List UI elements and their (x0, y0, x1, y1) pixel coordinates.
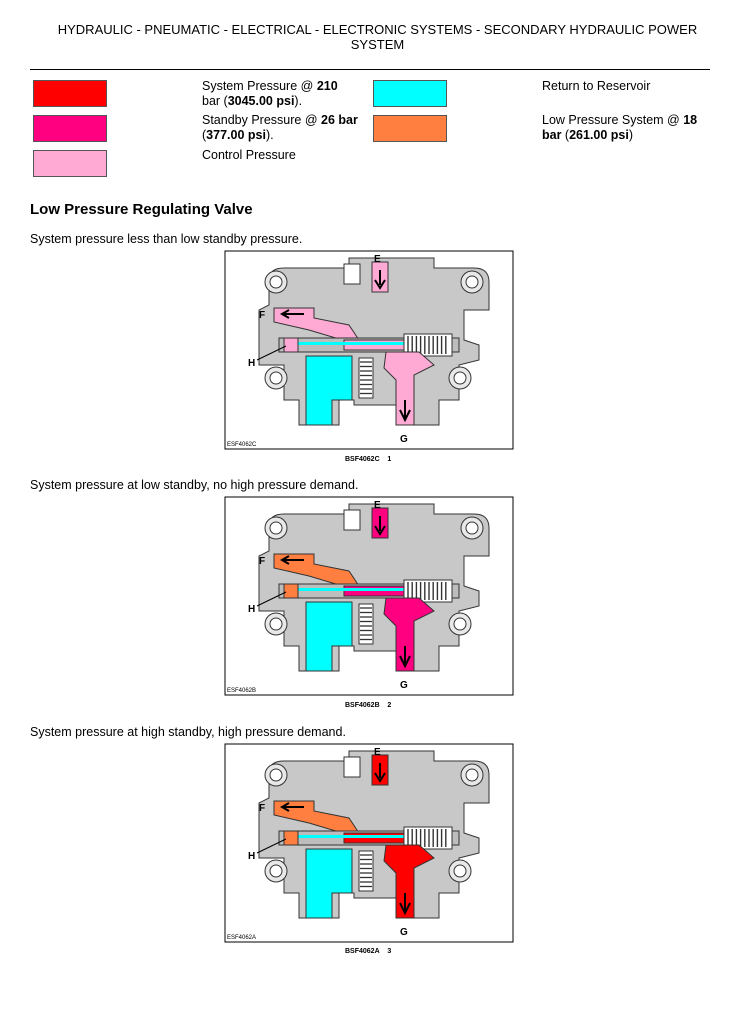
port-f-arrow (279, 555, 304, 565)
port-f-arrow (279, 802, 304, 812)
figure-3-code: BSF4062A 3 (345, 948, 392, 955)
valve-diagram: E F H G ESF4062A (224, 743, 514, 943)
swatch-control-pressure (33, 150, 107, 177)
mount-hole (269, 371, 283, 385)
port-e-arrow (374, 270, 386, 290)
poppet-top (343, 509, 361, 531)
valve-diagram: E F H G ESF4062C (224, 250, 514, 450)
mount-hole (269, 617, 283, 631)
swatch-return-reservoir (373, 80, 447, 107)
port-h-leader (256, 838, 287, 854)
port-h-label: H (248, 604, 255, 615)
poppet-top (343, 756, 361, 778)
port-e-label: E (374, 747, 381, 758)
mount-hole (465, 768, 479, 782)
port-h-chamber (283, 337, 299, 353)
mount-hole (453, 617, 467, 631)
mount-hole (269, 521, 283, 535)
swatch-standby-pressure (33, 115, 107, 142)
return-passage (305, 848, 353, 919)
figure-3-caption: System pressure at high standby, high pr… (30, 725, 346, 739)
mount-hole (453, 371, 467, 385)
mount-hole (269, 768, 283, 782)
port-f-label: F (259, 556, 265, 567)
port-g-label: G (400, 434, 408, 445)
lower-spring-housing (358, 850, 374, 892)
mount-hole (453, 864, 467, 878)
figure-2-caption: System pressure at low standby, no high … (30, 478, 359, 492)
swatch-system-pressure (33, 80, 107, 107)
port-g-arrow (399, 400, 411, 423)
port-g-channel (383, 351, 435, 426)
valve-figure-3: E F H G ESF4062A (224, 743, 514, 946)
page-header: HYDRAULIC - PNEUMATIC - ELECTRICAL - ELE… (30, 22, 725, 52)
return-passage (305, 601, 353, 672)
port-e-arrow (374, 763, 386, 783)
valve-figure-1: E F H G ESF4062C (224, 250, 514, 453)
port-g-arrow (399, 893, 411, 916)
valve-diagram: E F H G ESF4062B (224, 496, 514, 696)
port-g-label: G (400, 680, 408, 691)
header-rule (30, 69, 710, 70)
return-passage (305, 355, 353, 426)
valve-figure-2: E F H G ESF4062B (224, 496, 514, 699)
port-f-arrow (279, 309, 304, 319)
port-h-chamber (283, 830, 299, 846)
lower-spring-housing (358, 357, 374, 399)
figure-id-label: ESF4062C (227, 442, 257, 448)
header-line-2: SYSTEM (350, 37, 405, 52)
port-h-chamber (283, 583, 299, 599)
figure-id-label: ESF4062A (227, 935, 256, 941)
mount-hole (269, 864, 283, 878)
port-g-arrow (399, 646, 411, 669)
mount-hole (465, 521, 479, 535)
mount-hole (465, 275, 479, 289)
port-e-label: E (374, 254, 381, 265)
port-h-leader (256, 591, 287, 607)
spool-return-line (284, 342, 404, 345)
spool-return-line (284, 588, 404, 591)
section-title: Low Pressure Regulating Valve (30, 201, 253, 218)
port-g-label: G (400, 927, 408, 938)
port-g-channel (383, 844, 435, 919)
poppet-top (343, 263, 361, 285)
lower-spring-housing (358, 603, 374, 645)
port-f-label: F (259, 310, 265, 321)
figure-2-code: BSF4062B 2 (345, 702, 392, 709)
spool-return-line (284, 835, 404, 838)
header-line-1: HYDRAULIC - PNEUMATIC - ELECTRICAL - ELE… (57, 22, 698, 37)
port-g-channel (383, 597, 435, 672)
port-h-label: H (248, 851, 255, 862)
port-e-arrow (374, 516, 386, 536)
figure-1-code: BSF4062C 1 (345, 456, 392, 463)
legend-return-reservoir: Return to Reservoir (542, 79, 651, 93)
legend-control-pressure: Control Pressure (202, 148, 296, 162)
figure-id-label: ESF4062B (227, 688, 256, 694)
figure-1-caption: System pressure less than low standby pr… (30, 232, 303, 246)
port-e-label: E (374, 500, 381, 511)
port-f-label: F (259, 803, 265, 814)
port-h-label: H (248, 358, 255, 369)
swatch-low-pressure (373, 115, 447, 142)
port-h-leader (256, 345, 287, 361)
mount-hole (269, 275, 283, 289)
legend-standby-pressure: Standby Pressure @ 26 bar(377.00 psi). (202, 113, 358, 142)
